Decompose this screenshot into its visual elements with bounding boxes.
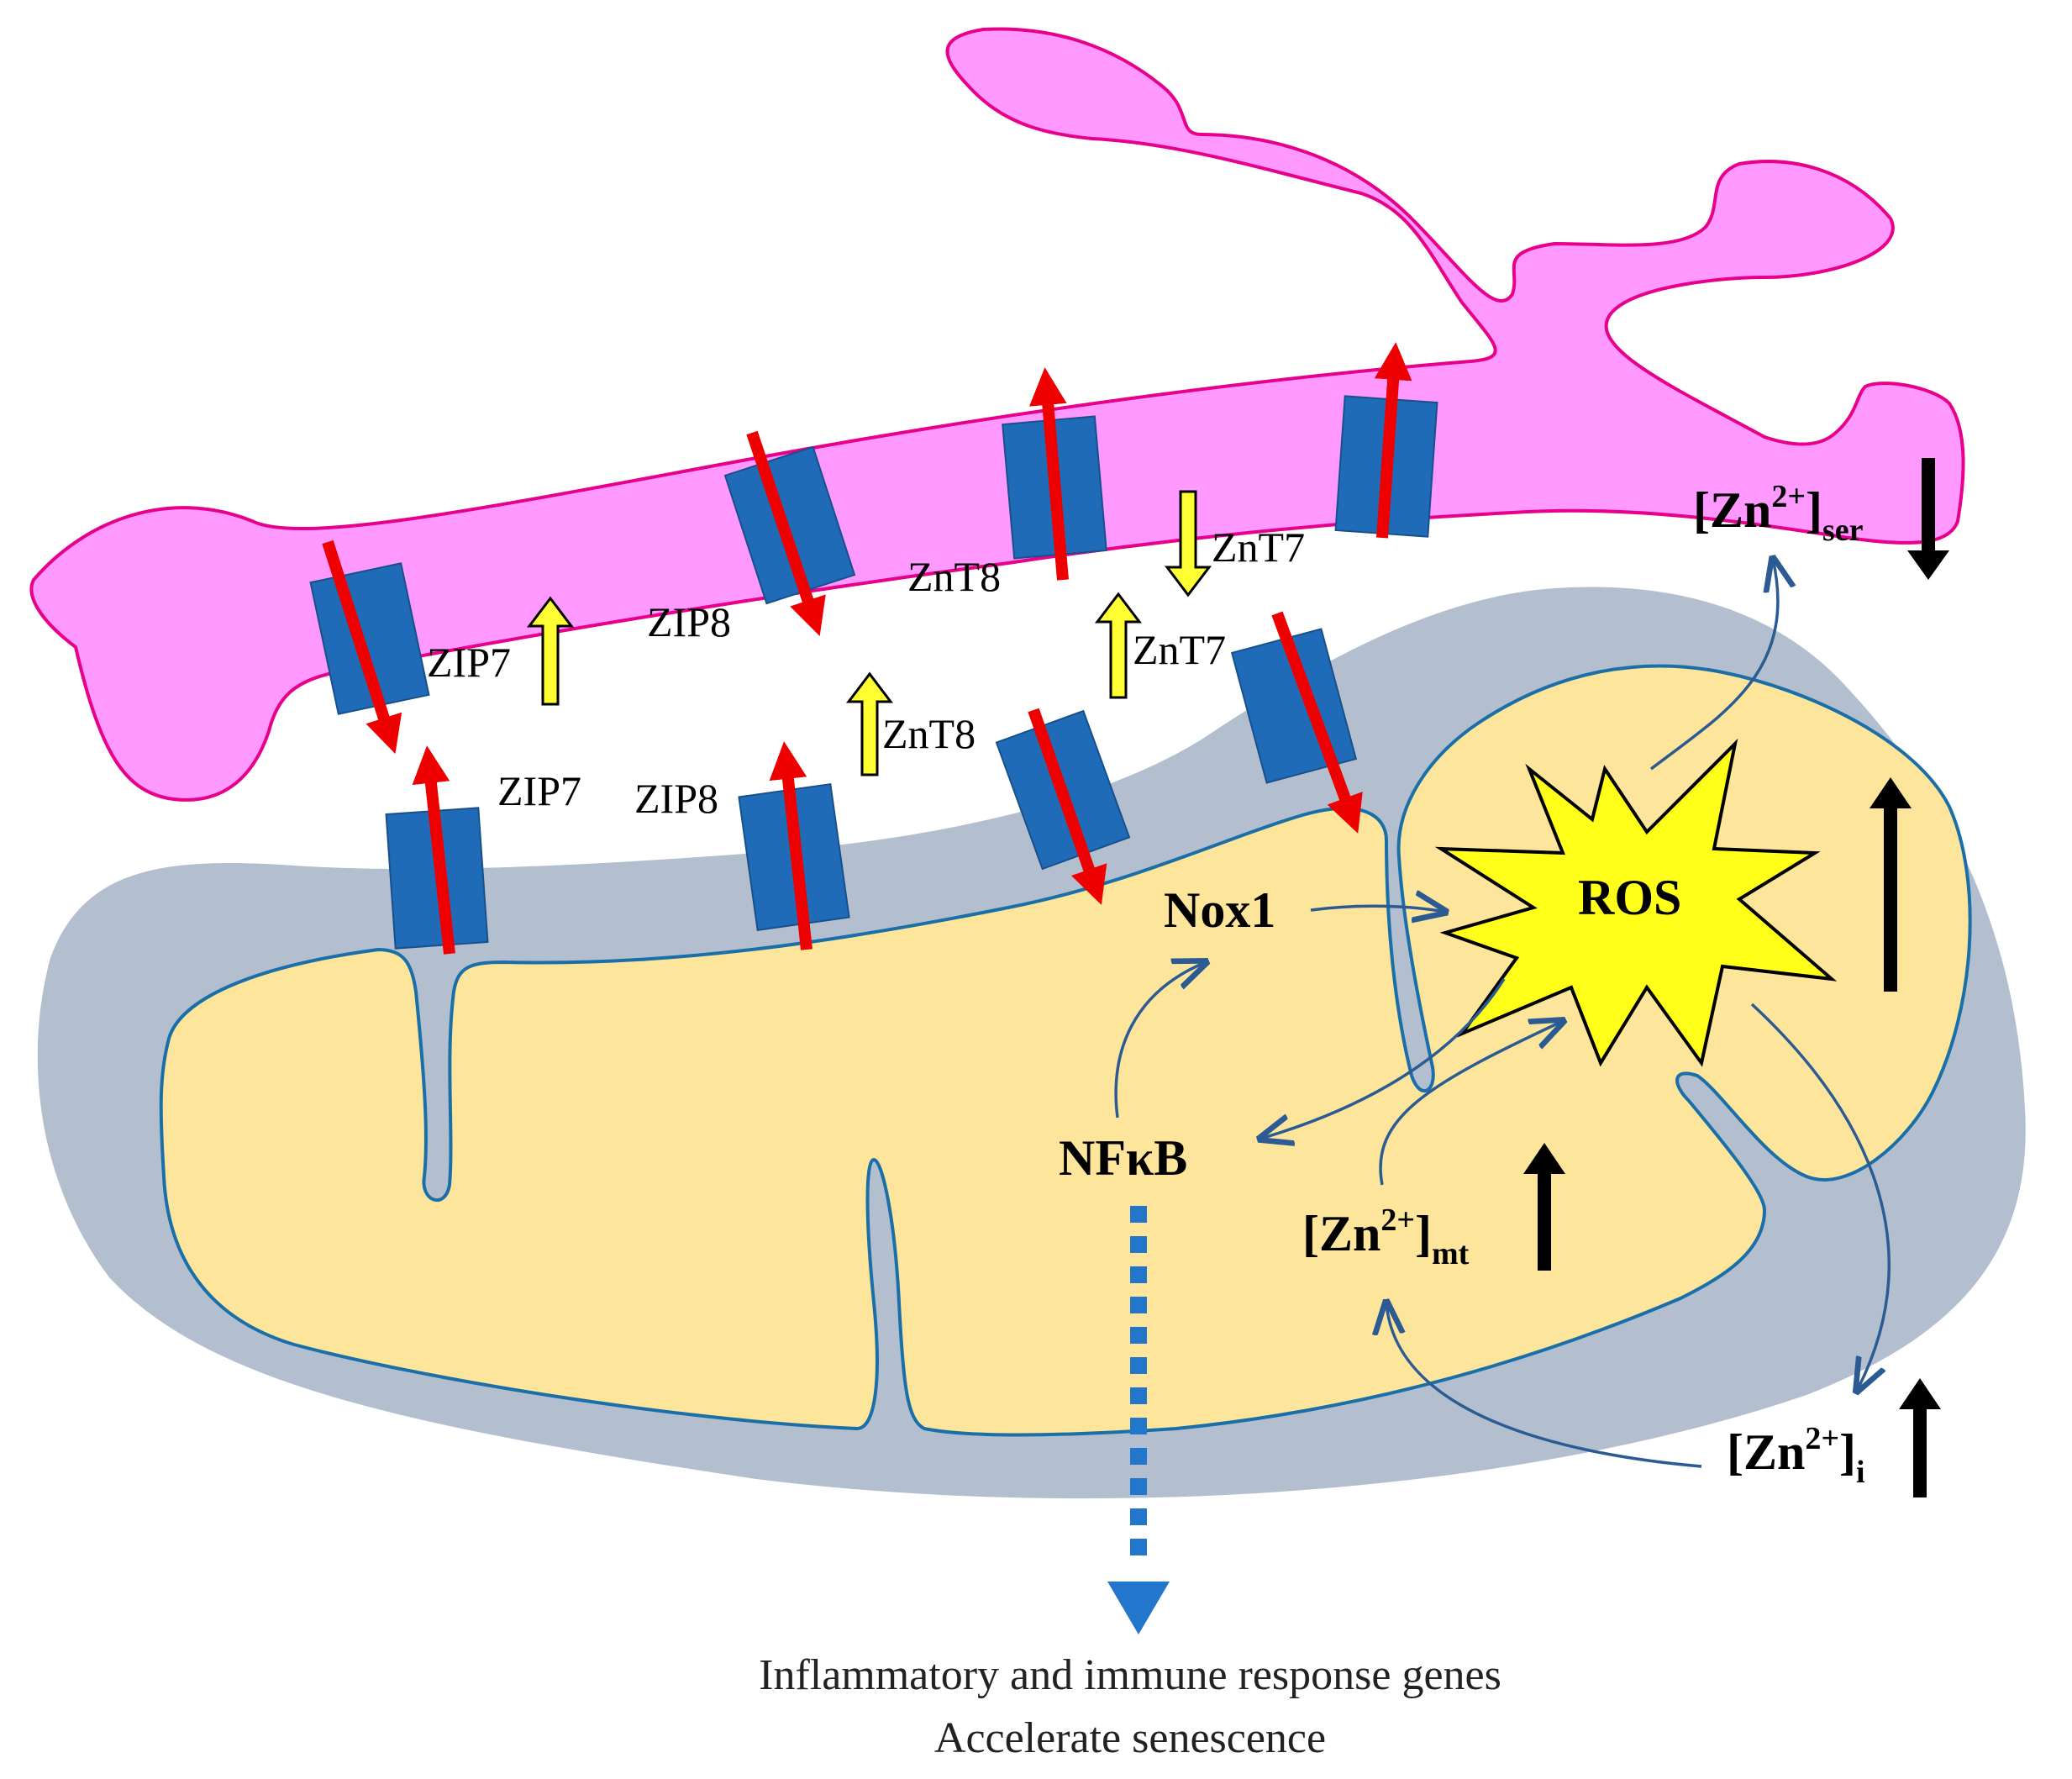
zn-intracellular-charge: 2+ (1805, 1421, 1839, 1456)
outcome-line-2: Accelerate senescence (934, 1714, 1326, 1762)
zip7-upper-label: ZIP7 (427, 639, 511, 686)
zn-serum-sub: ser (1822, 513, 1864, 548)
nfkb-label: NFκB (1059, 1130, 1187, 1186)
zinc-flux-arrows (322, 342, 1412, 955)
zip8-upper-label: ZIP8 (647, 598, 731, 645)
zn-mt-charge: 2+ (1380, 1203, 1415, 1238)
zip7-lower-flux-arrow (412, 745, 455, 955)
zip8-upper-flux-arrow (746, 430, 826, 637)
nox1-to-ros-arrow (1310, 906, 1445, 912)
zn-intracellular-sub: i (1856, 1455, 1865, 1490)
zn-mt-base: [Zn (1302, 1206, 1380, 1261)
znt7-lower-flux-arrow (1271, 611, 1363, 834)
zn-intracellular-base: [Zn (1727, 1424, 1805, 1480)
zip7-upregulation-arrow (526, 596, 575, 706)
zn-mt-close: ] (1415, 1206, 1432, 1261)
regulation-arrows (526, 490, 1212, 776)
zn-serum-close: ] (1806, 482, 1822, 538)
znt8-lower-label: ZnT8 (882, 710, 976, 757)
zn-mt-sub: mt (1432, 1236, 1470, 1271)
znt8-upregulation-arrow (845, 671, 894, 776)
zn-mt-increase-head (1523, 1143, 1565, 1174)
zn-serum-decrease-head (1907, 550, 1949, 580)
pathway-arrows (1114, 559, 1891, 1468)
znt7-upper-label: ZnT7 (1212, 524, 1305, 571)
znt7-lower-upregulation-arrow (1094, 592, 1143, 699)
nfkb-output-arrowhead (1107, 1582, 1170, 1634)
transporter-labels: ZIP7 ZIP8 ZnT8 ZnT7 ZIP7 ZIP8 ZnT8 ZnT7 (427, 524, 1305, 822)
zn-intracellular-increase-head (1899, 1378, 1941, 1409)
zn-intracellular-to-zn-mt-arrow (1386, 1303, 1702, 1468)
endoplasmic-reticulum (29, 27, 1965, 802)
change-arrows (1523, 458, 1949, 1497)
zn-intracellular-label: [Zn2+]i (1727, 1421, 1865, 1490)
znt8-lower-flux-arrow (1028, 708, 1107, 905)
nox1-label: Nox1 (1164, 882, 1275, 938)
ros-to-nfkb-arrow (1260, 978, 1506, 1139)
znt8-upper-flux-arrow (1028, 367, 1069, 581)
zn-mt-to-ros-arrow (1379, 1021, 1563, 1186)
ros-to-zn-intracellular-arrow (1750, 1003, 1891, 1391)
zn-serum-charge: 2+ (1771, 479, 1806, 514)
zip8-lower-label: ZIP8 (634, 775, 718, 822)
nfkb-to-nox1-arrow (1114, 962, 1206, 1118)
zn-intracellular-close: ] (1839, 1424, 1856, 1480)
zip8-upper-channel (723, 445, 856, 605)
zn-mt-label: [Zn2+]mt (1302, 1203, 1470, 1271)
znt7-upper-downregulation-arrow (1164, 490, 1212, 597)
zip7-lower-label: ZIP7 (497, 767, 581, 814)
ros-to-zn-serum-arrow (1649, 559, 1778, 771)
molecule-labels: Nox1 ROS NFκB (1059, 870, 1681, 1186)
znt8-upper-label: ZnT8 (907, 553, 1001, 600)
outcome-line-1: Inflammatory and immune response genes (759, 1651, 1501, 1699)
ros-label: ROS (1578, 870, 1681, 925)
zn-serum-base: [Zn (1693, 482, 1771, 538)
ros-increase-head (1870, 777, 1912, 808)
zn-serum-label: [Zn2+]ser (1693, 479, 1864, 548)
zip8-lower-flux-arrow (769, 741, 812, 950)
ros-burst (1434, 738, 1838, 1067)
znt7-upper-flux-arrow (1374, 342, 1412, 539)
zip7-upper-flux-arrow (322, 539, 402, 755)
znt7-lower-label: ZnT7 (1133, 626, 1226, 673)
